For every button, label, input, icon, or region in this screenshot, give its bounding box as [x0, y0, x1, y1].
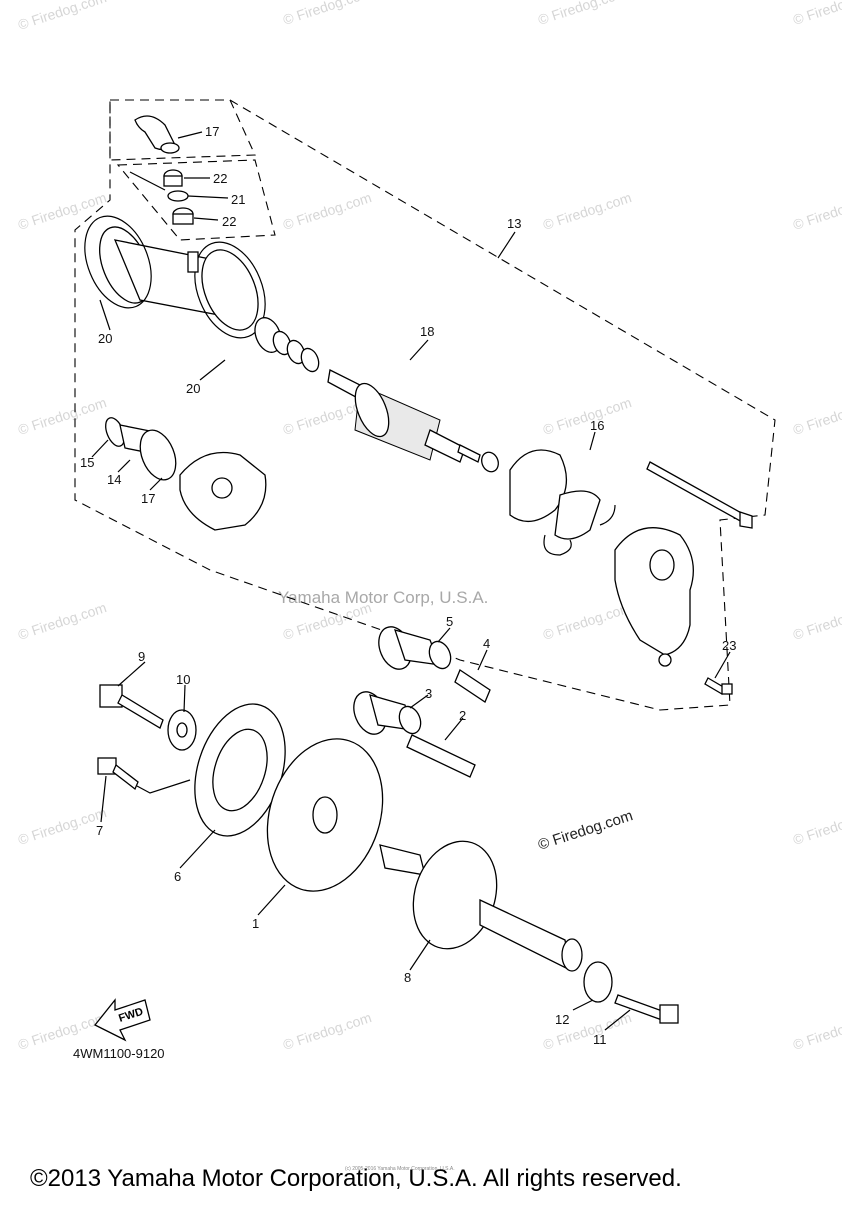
- watermark: © Firedog.com: [791, 394, 842, 438]
- bolt-7: [97, 757, 191, 794]
- callout-7: 7: [96, 823, 103, 838]
- watermark: © Firedog.com: [541, 394, 633, 438]
- shaft-2: [406, 734, 476, 778]
- watermark: © Firedog.com: [281, 189, 373, 233]
- leader-lines: [91, 131, 731, 1031]
- watermark: © Firedog.com: [536, 0, 628, 28]
- watermark: © Firedog.com: [791, 189, 842, 233]
- motor-yoke: [84, 215, 266, 339]
- forward-direction-indicator: FWD: [93, 998, 151, 1042]
- callout-20-upper: 20: [98, 331, 112, 346]
- callout-18: 18: [420, 324, 434, 339]
- watermark: © Firedog.com: [16, 804, 108, 848]
- screw-23: [704, 677, 733, 695]
- callout-8: 8: [404, 970, 411, 985]
- washer-set: [254, 317, 320, 373]
- starter-wheel-gear-1: [266, 738, 384, 892]
- watermark: © Firedog.com: [16, 189, 108, 233]
- watermark: © Firedog.com: [16, 394, 108, 438]
- watermark: © Firedog.com: [791, 1009, 842, 1053]
- rear-cover: [614, 527, 694, 667]
- idle-gear-5: [378, 626, 452, 670]
- callout-5: 5: [446, 614, 453, 629]
- callout-19: 17: [205, 124, 219, 139]
- watermark: © Firedog.com: [791, 0, 842, 28]
- through-bolt: [646, 461, 753, 529]
- callout-16: 16: [590, 418, 604, 433]
- watermark: © Firedog.com: [791, 804, 842, 848]
- watermark: © Firedog.com: [281, 1009, 373, 1053]
- callout-labels: 17 22 21 22 13 18 16 20 20 15 14 17 23 5…: [80, 124, 736, 1047]
- fwd-arrow-icon: [93, 998, 151, 1042]
- assembly-boundaries: [74, 99, 776, 711]
- terminal-parts: [129, 169, 194, 225]
- crankshaft-gear-8: [379, 840, 583, 972]
- watermark: © Firedog.com: [791, 599, 842, 643]
- washer-10: [167, 709, 197, 751]
- starter-clutch-6: [194, 703, 286, 837]
- callout-12: 12: [555, 1012, 569, 1027]
- callout-11: 11: [593, 1032, 607, 1047]
- starter-motor-assembly-boundary: [74, 99, 776, 711]
- armature: [327, 369, 499, 473]
- watermark: © Firedog.com: [541, 599, 633, 643]
- watermark: © Firedog.com: [281, 0, 373, 28]
- callout-22-upper: 22: [213, 171, 227, 186]
- tiny-footer: (c) 2005-2016 Yamaha Motor Corporation, …: [345, 1166, 455, 1172]
- bolt-11: [614, 994, 679, 1024]
- bolt-9: [99, 684, 164, 729]
- watermark: © Firedog.com: [16, 599, 108, 643]
- callout-6: 6: [174, 869, 181, 884]
- callout-15: 15: [80, 455, 94, 470]
- callout-20-lower: 20: [186, 381, 200, 396]
- watermark: © Firedog.com: [16, 0, 108, 33]
- callout-2: 2: [459, 708, 466, 723]
- center-watermark: Yamaha Motor Corp, U.S.A.: [278, 588, 488, 607]
- callout-1: 1: [252, 916, 259, 931]
- callout-10: 10: [176, 672, 190, 687]
- callout-4: 4: [483, 636, 490, 651]
- front-cover: [105, 417, 267, 531]
- callout-14: 14: [107, 472, 121, 487]
- watermark: © Firedog.com: [541, 189, 633, 233]
- brush-holder: [509, 449, 616, 556]
- callout-22-lower: 22: [222, 214, 236, 229]
- lead-wire: [134, 115, 180, 154]
- copyright-notice: ©2013 Yamaha Motor Corporation, U.S.A. A…: [30, 1165, 682, 1192]
- callout-13: 13: [507, 216, 521, 231]
- callout-21: 21: [231, 192, 245, 207]
- callout-17: 17: [141, 491, 155, 506]
- washer-12: [583, 961, 613, 1003]
- callout-9: 9: [138, 649, 145, 664]
- callout-23: 23: [722, 638, 736, 653]
- callout-3: 3: [425, 686, 432, 701]
- diagram-code: 4WM1100-9120: [73, 1046, 165, 1061]
- idle-gear-3: [353, 691, 422, 735]
- shaft-4: [454, 669, 491, 703]
- watermark-prominent: © Firedog.com: [536, 807, 635, 854]
- lead-wire-subgroup-boundary: [109, 99, 256, 161]
- terminal-subgroup-boundary: [116, 159, 276, 241]
